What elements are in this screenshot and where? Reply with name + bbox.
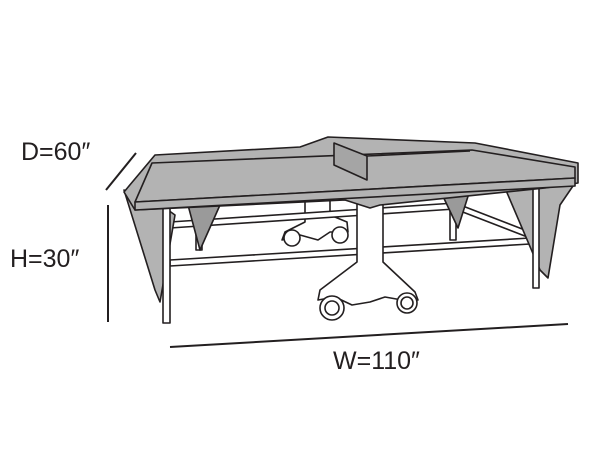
table-frame-rails [169,202,531,267]
depth-label: D=60″ [21,138,91,166]
table-top-edge [134,177,576,211]
height-label: H=30″ [10,245,80,273]
width-label: W=110″ [333,347,420,375]
front-left-leg [162,204,171,324]
front-pedestal [317,199,419,321]
rear-pedestal [281,199,349,247]
front-right-leg [532,179,540,289]
width-dimension-line [169,323,569,348]
cover-skirt-rear-left [187,204,221,251]
depth-dimension-line [105,152,137,191]
table-net [333,142,368,181]
